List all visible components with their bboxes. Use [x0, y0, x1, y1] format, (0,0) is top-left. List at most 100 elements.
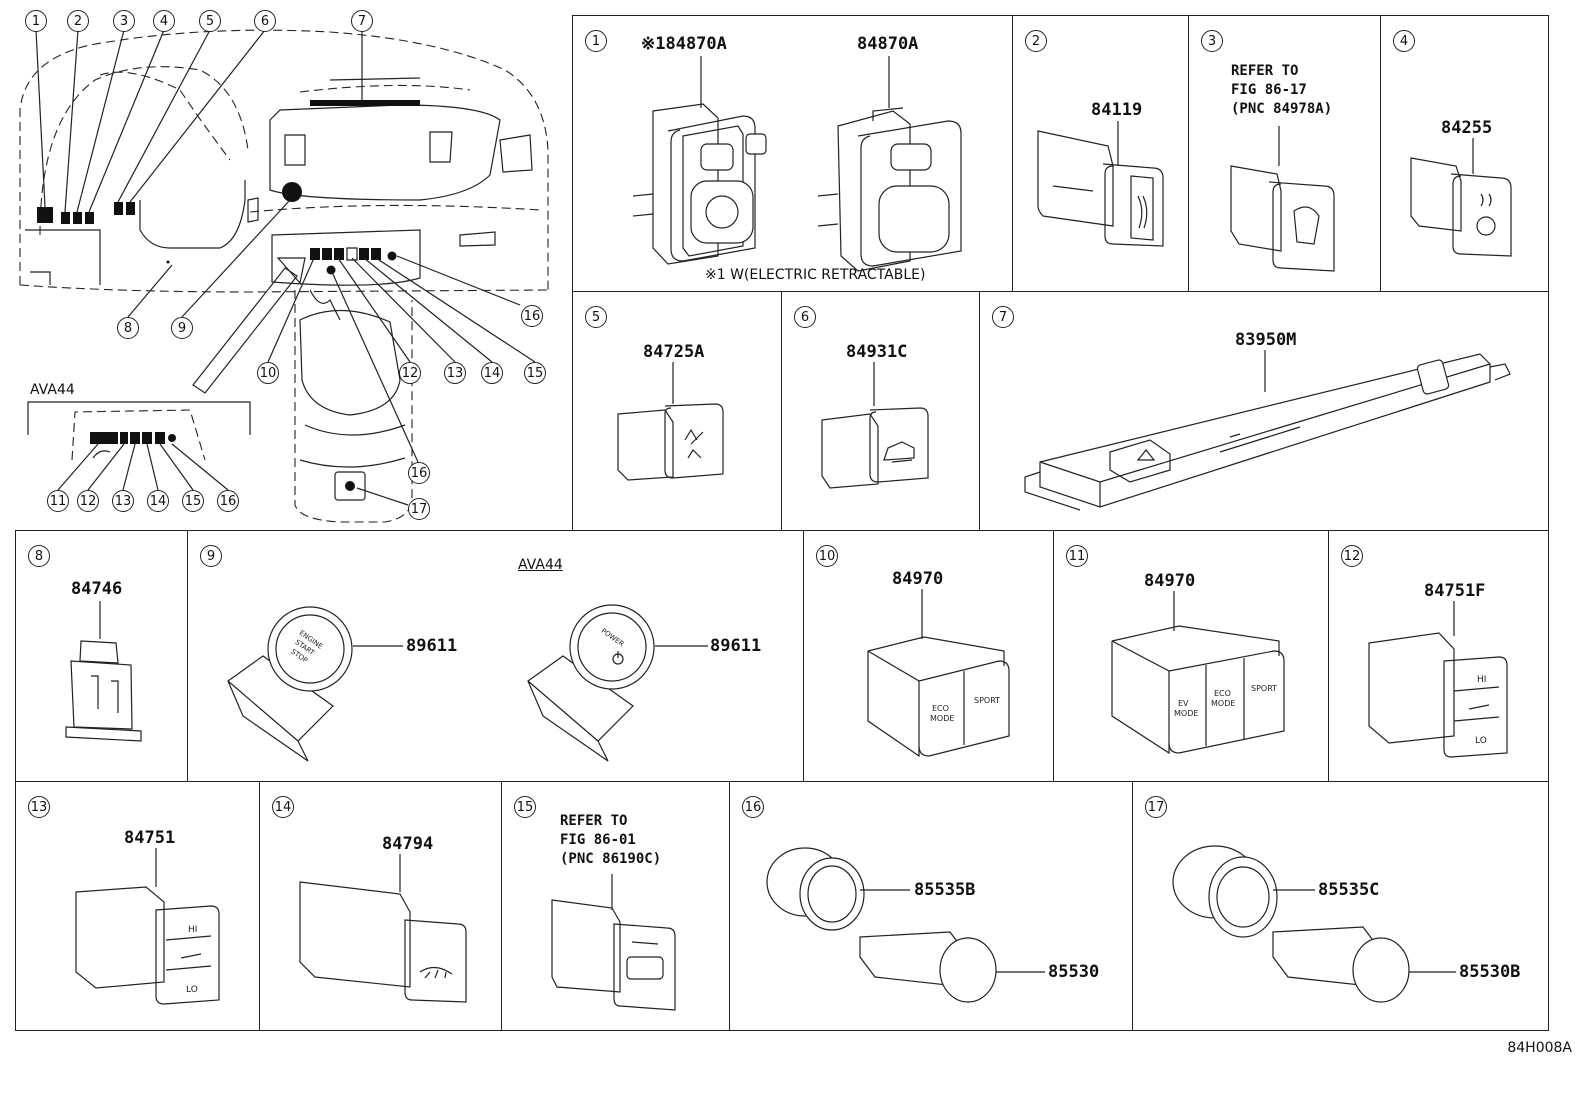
part-number-85530b: 85530B [1459, 962, 1521, 982]
part-number-84931c: 84931C [846, 342, 908, 362]
push-start-buttons-drawing: ENGINE START STOP POWER [188, 531, 805, 783]
variant-label-ava44: AVA44 [518, 557, 563, 573]
svg-text:HI: HI [1477, 675, 1486, 685]
inset-label: AVA44 [30, 382, 75, 398]
cell-13: 13 84751 HI LO [15, 781, 260, 1031]
overview-callout-7: 7 [351, 10, 373, 32]
callout-number: 1 [585, 30, 607, 52]
part-number-84970-b: 84970 [1144, 571, 1196, 591]
overview-callout-12: 12 [399, 362, 421, 384]
cell-3: 3 REFER TO FIG 86-17 (PNC 84978A) [1188, 15, 1381, 292]
callout-number: 5 [585, 306, 607, 328]
callout-number: 8 [28, 545, 50, 567]
inset-callout-16: 16 [217, 490, 239, 512]
overview-callout-6: 6 [254, 10, 276, 32]
svg-text:LO: LO [186, 985, 198, 995]
figure-code: 84H008A [1507, 1040, 1572, 1056]
overview-callout-16-console: 16 [408, 462, 430, 484]
callout-number: 10 [816, 545, 838, 567]
callout-number: 4 [1393, 30, 1415, 52]
overview-callout-15: 15 [524, 362, 546, 384]
overview-callout-4: 4 [153, 10, 175, 32]
seat-heater-switch-f-drawing: HI LO [1329, 531, 1550, 783]
cell-7: 7 83950M [979, 291, 1549, 531]
drive-mode-switch-2-drawing: ECO MODE SPORT [804, 531, 1055, 783]
part-number-84751: 84751 [124, 828, 176, 848]
cell-2: 2 84119 [1012, 15, 1189, 292]
switch-84725a-drawing [573, 292, 783, 532]
cell-1: 1 ※184870A 84870A ※1 W(ELECTRIC RETRACTA… [572, 15, 1013, 292]
part-number-84746: 84746 [71, 579, 123, 599]
callout-number: 11 [1066, 545, 1088, 567]
mirror-switch-retractable-drawing [573, 16, 1014, 293]
callout-number: 6 [794, 306, 816, 328]
eco-mode-label-2: MODE [930, 714, 954, 723]
overview-diagram: 1 2 3 4 5 6 7 8 9 10 16 12 13 14 15 16 1… [0, 0, 565, 530]
overview-callout-1: 1 [25, 10, 47, 32]
cell-9: 9 AVA44 89611 89611 ENGINE START STOP PO… [187, 530, 804, 782]
svg-text:HI: HI [188, 925, 197, 935]
switch-84794-drawing [260, 782, 503, 1032]
cell-6: 6 84931C [781, 291, 980, 531]
svg-text:EV: EV [1178, 699, 1189, 708]
callout-number: 7 [992, 306, 1014, 328]
callout-number: 2 [1025, 30, 1047, 52]
cell-16: 16 85535B 85530 [729, 781, 1133, 1031]
switch-84746-drawing [16, 531, 189, 783]
usb-port-drawing [502, 782, 731, 1032]
switch-84119-drawing [1013, 16, 1190, 293]
part-number-83950m: 83950M [1235, 330, 1297, 350]
inset-callout-13: 13 [112, 490, 134, 512]
cell-17: 17 85535C 85530B [1132, 781, 1549, 1031]
part-number-84255: 84255 [1441, 118, 1493, 138]
overview-callout-9: 9 [171, 317, 193, 339]
part-number-85530: 85530 [1048, 962, 1100, 982]
callout-number: 3 [1201, 30, 1223, 52]
inset-callout-12: 12 [77, 490, 99, 512]
sport-label: SPORT [974, 696, 1000, 705]
retractable-note: ※1 W(ELECTRIC RETRACTABLE) [705, 267, 926, 283]
part-number-89611-power: 89611 [710, 636, 762, 656]
cell-14: 14 84794 [259, 781, 502, 1031]
inset-callout-14: 14 [147, 490, 169, 512]
part-number-84870a: 84870A [857, 34, 919, 54]
callout-number: 15 [514, 796, 536, 818]
drive-mode-switch-3-drawing: EV MODE ECO MODE SPORT [1054, 531, 1330, 783]
cell-10: 10 84970 ECO MODE SPORT [803, 530, 1054, 782]
part-number-84119: 84119 [1091, 100, 1143, 120]
callout-number: 13 [28, 796, 50, 818]
svg-text:SPORT: SPORT [1251, 684, 1277, 693]
overview-callout-14: 14 [481, 362, 503, 384]
overview-callout-3: 3 [113, 10, 135, 32]
dashboard-line-art [0, 0, 565, 530]
overview-callout-17: 17 [408, 498, 430, 520]
part-number-84970-a: 84970 [892, 569, 944, 589]
cell-12: 12 84751F HI LO [1328, 530, 1549, 782]
part-number-85535b: 85535B [914, 880, 976, 900]
overview-callout-16-dash: 16 [521, 305, 543, 327]
overview-callout-10: 10 [257, 362, 279, 384]
part-number-89611-engine: 89611 [406, 636, 458, 656]
switch-84255-drawing [1381, 16, 1550, 293]
seat-heater-switch-drawing: HI LO [16, 782, 261, 1032]
refer-note-fig-86-01: REFER TO FIG 86-01 (PNC 86190C) [560, 813, 662, 867]
svg-text:MODE: MODE [1211, 699, 1235, 708]
cell-15: 15 REFER TO FIG 86-01 (PNC 86190C) [501, 781, 730, 1031]
switch-84978a-drawing [1189, 16, 1382, 293]
cell-5: 5 84725A [572, 291, 782, 531]
display-83950m-drawing [980, 292, 1550, 532]
power-outlet-c-drawing [1133, 782, 1550, 1032]
cell-8: 8 84746 [15, 530, 188, 782]
part-number-84794: 84794 [382, 834, 434, 854]
svg-text:LO: LO [1475, 736, 1487, 746]
callout-number: 16 [742, 796, 764, 818]
callout-number: 9 [200, 545, 222, 567]
cell-4: 4 84255 [1380, 15, 1549, 292]
overview-callout-2: 2 [67, 10, 89, 32]
power-outlet-b-drawing [730, 782, 1134, 1032]
inset-callout-11: 11 [47, 490, 69, 512]
refer-note-fig-86-17: REFER TO FIG 86-17 (PNC 84978A) [1231, 63, 1333, 117]
inset-callout-15: 15 [182, 490, 204, 512]
overview-callout-5: 5 [199, 10, 221, 32]
svg-text:ECO: ECO [1214, 689, 1231, 698]
